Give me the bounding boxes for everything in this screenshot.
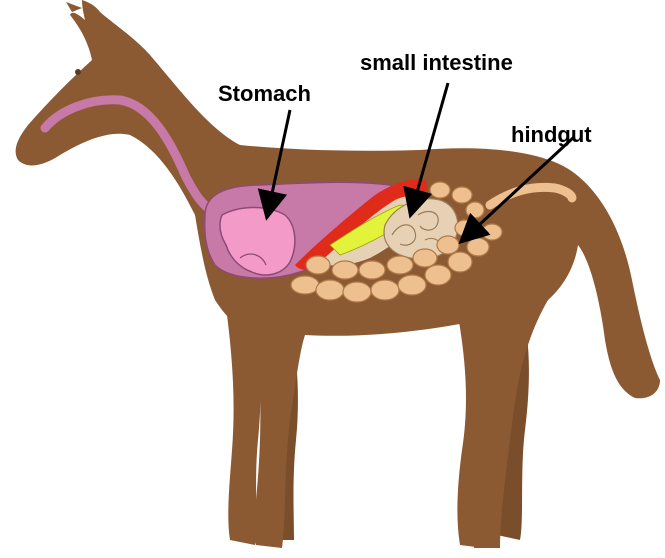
- front-leg-near: [225, 300, 261, 545]
- stomach-label: Stomach: [218, 81, 311, 106]
- horse-eye: [75, 69, 81, 75]
- hindgut-label: hindgut: [511, 122, 592, 147]
- small-intestine-label: small intestine: [360, 50, 513, 75]
- horse-ear: [66, 2, 82, 12]
